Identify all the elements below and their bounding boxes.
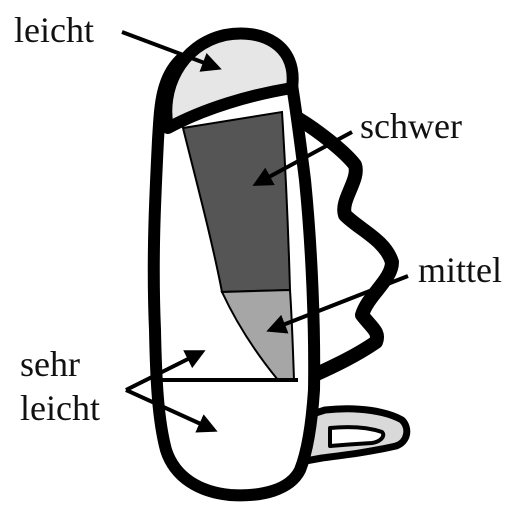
label-medium: mittel: [418, 250, 502, 290]
label-heavy: schwer: [360, 106, 462, 146]
label-top: leicht: [14, 10, 94, 50]
label-very-light-line1: sehr: [20, 344, 80, 384]
label-very-light-line2: leicht: [20, 388, 100, 428]
hip-belt-buckle: [330, 427, 383, 446]
